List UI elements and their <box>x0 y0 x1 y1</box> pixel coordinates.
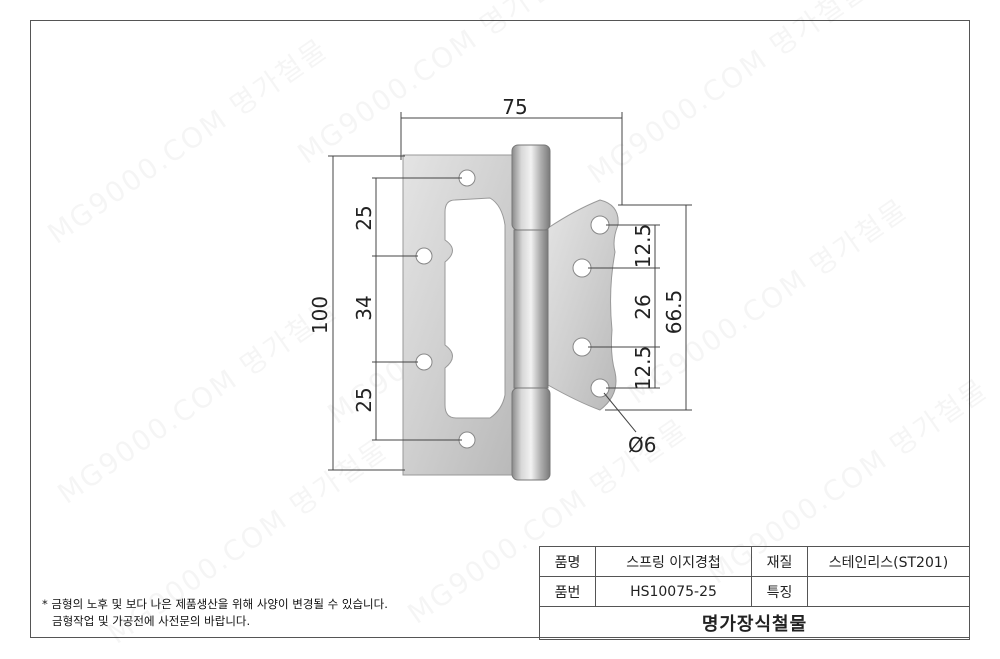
feature-label: 특징 <box>751 576 808 607</box>
dimension-right-total: 66.5 <box>662 290 686 335</box>
product-name-value: 스프링 이지경첩 <box>595 546 752 577</box>
dimension-right-middle: 26 <box>631 294 655 319</box>
product-number-label: 품번 <box>539 576 596 607</box>
product-number-value: HS10075-25 <box>595 576 752 607</box>
dimension-hole: Ø6 <box>628 433 656 457</box>
company-name: 명가장식철물 <box>539 606 970 640</box>
feature-value <box>807 576 970 607</box>
hinge-knuckle-middle <box>513 229 549 389</box>
dimension-right-upper: 12.5 <box>631 224 655 269</box>
dimension-lines <box>328 112 692 471</box>
material-label: 재질 <box>751 546 808 577</box>
note-line-1: * 금형의 노후 및 보다 나은 제품생산을 위해 사양이 변경될 수 있습니다… <box>42 597 388 611</box>
hinge-knuckle-top <box>511 144 551 231</box>
drawing-frame <box>30 20 970 638</box>
material-value: 스테인리스(ST201) <box>807 546 970 577</box>
dimension-left-lower: 25 <box>352 387 376 412</box>
dimension-height: 100 <box>308 296 332 334</box>
dimension-left-middle: 34 <box>352 295 376 320</box>
dimension-width: 75 <box>502 95 527 119</box>
dimension-left-upper: 25 <box>352 205 376 230</box>
product-name-label: 품명 <box>539 546 596 577</box>
note-line-2: 금형작업 및 가공전에 사전문의 바랍니다. <box>52 614 251 628</box>
title-block: 품명 스프링 이지경첩 재질 스테인리스(ST201) 품번 HS10075-2… <box>539 546 970 640</box>
screw-hole <box>415 247 433 265</box>
screw-hole <box>415 353 433 371</box>
hinge-right-leaf <box>547 199 619 411</box>
hinge-knuckle-bottom <box>511 387 551 481</box>
hinge-leaf-cutout <box>444 197 506 419</box>
dimension-right-lower: 12.5 <box>631 346 655 391</box>
notes: * 금형의 노후 및 보다 나은 제품생산을 위해 사양이 변경될 수 있습니다… <box>42 596 388 630</box>
